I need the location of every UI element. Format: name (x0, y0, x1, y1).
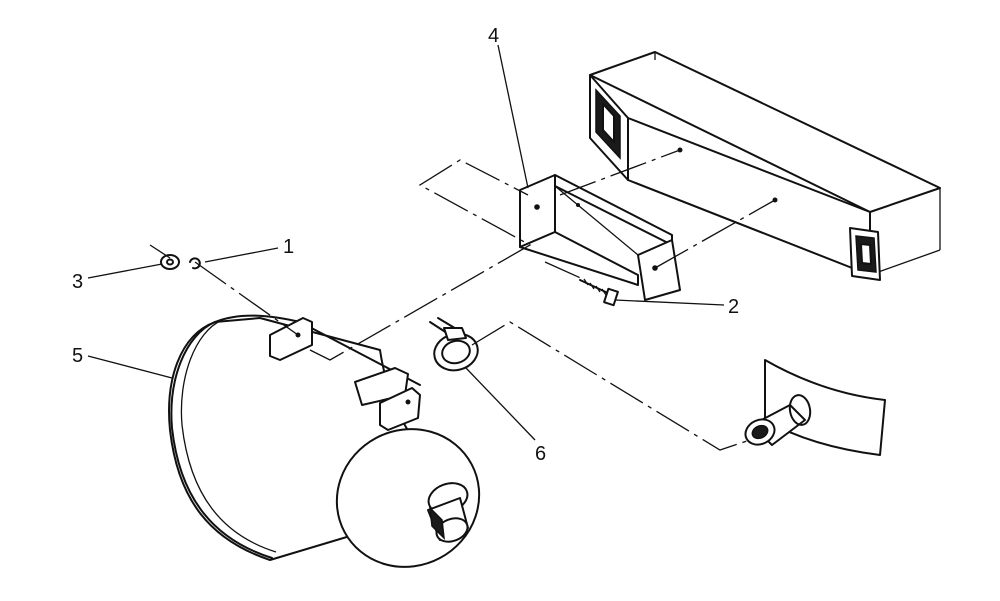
callout-1: 1 (283, 236, 294, 258)
bolt (579, 278, 619, 307)
nut-and-washer (160, 254, 201, 270)
callout-3: 3 (72, 271, 83, 293)
callout-6: 6 (535, 443, 546, 465)
bracket (519, 174, 681, 301)
leader-lines (87, 44, 725, 441)
callout-5: 5 (72, 345, 83, 367)
muffler (168, 314, 481, 568)
tailpipe-shield (744, 359, 886, 456)
callout-4: 4 (488, 25, 499, 47)
frame-rail (589, 51, 941, 281)
clamp (429, 317, 479, 372)
assembly-lines (149, 149, 776, 451)
callout-2: 2 (728, 296, 739, 318)
